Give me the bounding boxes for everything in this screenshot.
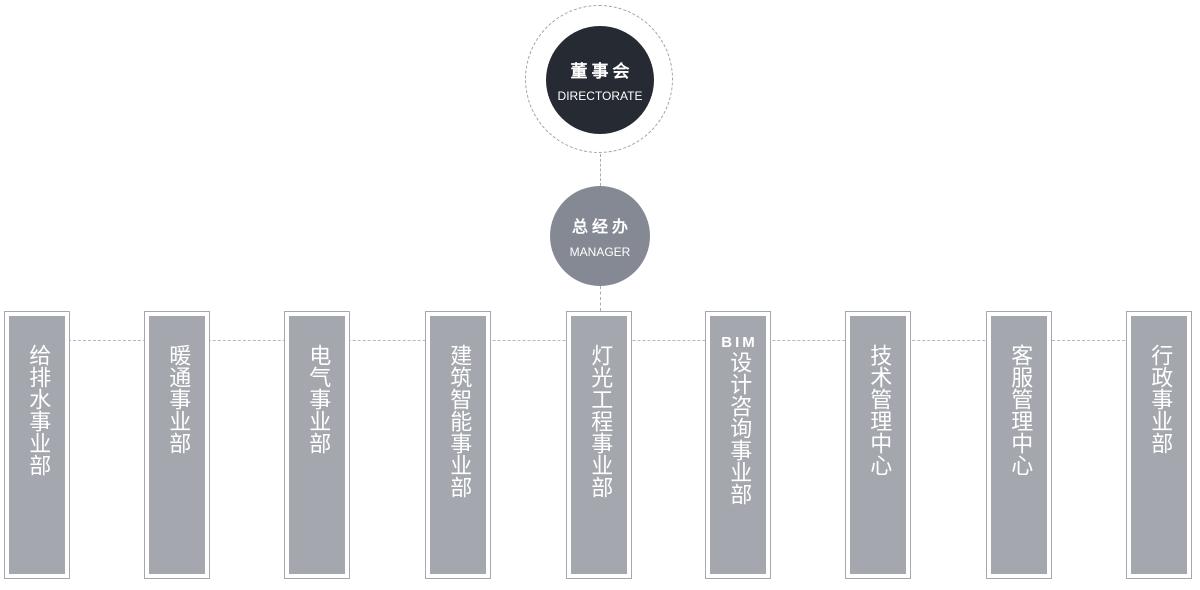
department-node[interactable]: 电气事业部 [284, 311, 350, 579]
department-name: 设计咨询事业部 [726, 351, 752, 505]
department-name: 客服管理中心 [1007, 344, 1033, 476]
department-prefix: BIM [721, 334, 758, 351]
department-node[interactable]: 技术管理中心 [845, 311, 911, 579]
department-node[interactable]: 客服管理中心 [986, 311, 1052, 579]
connector-board-manager [600, 154, 601, 186]
department-name: 电气事业部 [305, 344, 331, 454]
manager-subtitle: MANAGER [569, 245, 631, 259]
board-title: 董事会 [570, 62, 634, 82]
department-node[interactable]: 暖通事业部 [144, 311, 210, 579]
manager-node[interactable]: 总经办 MANAGER [550, 186, 650, 286]
board-subtitle: DIRECTORATE [557, 89, 643, 103]
department-name: 给排水事业部 [25, 344, 51, 476]
department-node[interactable]: 建筑智能事业部 [425, 311, 491, 579]
department-node[interactable]: 灯光工程事业部 [566, 311, 632, 579]
department-name: 行政事业部 [1147, 344, 1173, 454]
department-name: 暖通事业部 [165, 344, 191, 454]
department-name: 灯光工程事业部 [587, 344, 613, 498]
department-name: 技术管理中心 [866, 344, 892, 476]
manager-title: 总经办 [571, 217, 632, 236]
department-name: 建筑智能事业部 [446, 344, 472, 498]
department-node[interactable]: 行政事业部 [1126, 311, 1192, 579]
department-node[interactable]: 给排水事业部 [4, 311, 70, 579]
board-node[interactable]: 董事会 DIRECTORATE [546, 26, 654, 134]
connector-manager-departments [600, 286, 601, 311]
board-node-ring [525, 5, 673, 153]
department-node[interactable]: BIM 设计咨询事业部 [705, 311, 771, 579]
